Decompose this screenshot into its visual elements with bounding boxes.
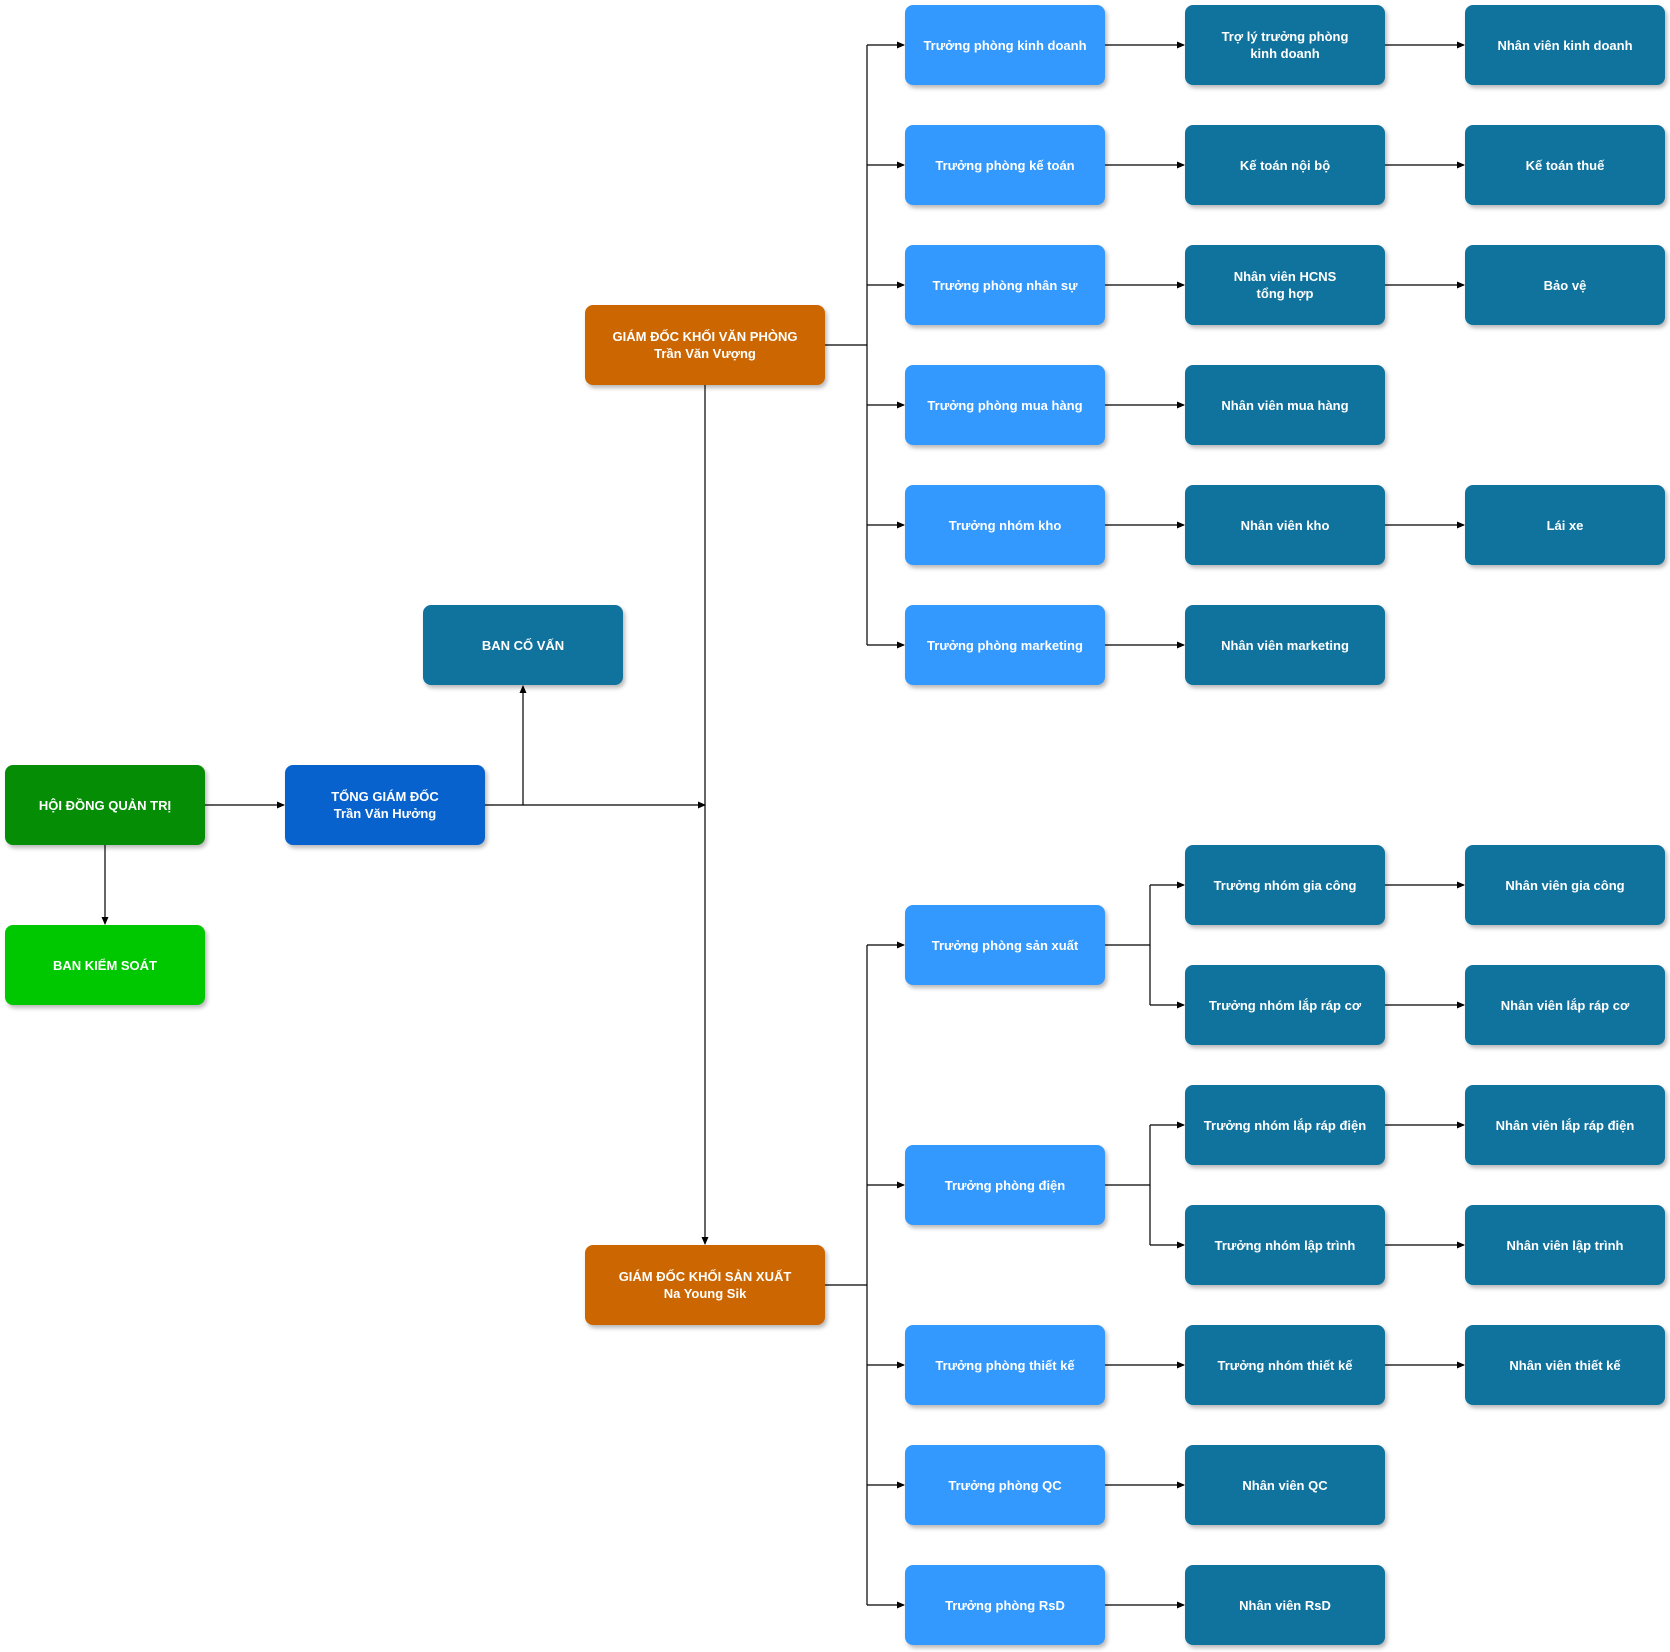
- node-label-line: Trần Văn Hưởng: [333, 806, 437, 821]
- node-p-e5: Nhân viên thiết kế: [1465, 1325, 1665, 1405]
- node-label-line: GIÁM ĐỐC KHỐI VĂN PHÒNG: [612, 329, 798, 344]
- node-o-s3b: Bảo vệ: [1465, 245, 1665, 325]
- node-o-m3: Trưởng phòng nhân sự: [905, 245, 1105, 325]
- node-label-line: Kế toán thuế: [1525, 157, 1605, 173]
- node-o-s5b: Lái xe: [1465, 485, 1665, 565]
- node-label-line: Nhân viên kinh doanh: [1497, 37, 1633, 53]
- node-o-m1: Trưởng phòng kinh doanh: [905, 5, 1105, 85]
- node-label-line: Trưởng nhóm gia công: [1213, 877, 1357, 893]
- node-o-s3a: Nhân viên HCNS tổng hợp: [1185, 245, 1385, 325]
- node-label-line: Trưởng nhóm lập trình: [1214, 1237, 1356, 1253]
- node-label-line: Trưởng phòng kinh doanh: [923, 37, 1087, 53]
- node-label-line: Trưởng nhóm thiết kế: [1217, 1357, 1353, 1373]
- node-label-line: Trưởng nhóm lắp ráp điện: [1203, 1117, 1367, 1133]
- node-p-e3: Nhân viên lắp ráp điện: [1465, 1085, 1665, 1165]
- node-label-line: tổng hợp: [1256, 286, 1314, 301]
- node-ceo: TỔNG GIÁM ĐỐC Trần Văn Hưởng: [285, 765, 485, 845]
- node-label-line: Trưởng phòng marketing: [927, 637, 1083, 653]
- node-o-s6a: Nhân viên marketing: [1185, 605, 1385, 685]
- node-label-line: BAN CỐ VẤN: [481, 637, 565, 653]
- node-p-m5: Trưởng phòng RsD: [905, 1565, 1105, 1645]
- node-o-m5: Trưởng nhóm kho: [905, 485, 1105, 565]
- node-o-s1b: Nhân viên kinh doanh: [1465, 5, 1665, 85]
- node-label-line: Nhân viên kho: [1240, 517, 1330, 533]
- node-o-s5a: Nhân viên kho: [1185, 485, 1385, 565]
- node-label-line: Nhân viên thiết kế: [1509, 1357, 1621, 1373]
- node-p-e1: Nhân viên gia công: [1465, 845, 1665, 925]
- node-label-line: Lái xe: [1546, 517, 1584, 533]
- node-p-t4: Trưởng nhóm lập trình: [1185, 1205, 1385, 1285]
- node-label-line: Trưởng phòng kế toán: [935, 157, 1075, 173]
- node-label-line: GIÁM ĐỐC KHỐI SẢN XUẤT: [618, 1269, 792, 1284]
- node-label-line: Trưởng phòng RsD: [945, 1597, 1065, 1613]
- node-label-line: Nhân viên HCNS: [1233, 269, 1337, 284]
- node-o-s1a: Trợ lý trưởng phòng kinh doanh: [1185, 5, 1385, 85]
- node-p-m2: Trưởng phòng điện: [905, 1145, 1105, 1225]
- node-label-line: Trưởng phòng thiết kế: [935, 1357, 1075, 1373]
- node-label-line: Trưởng phòng điện: [944, 1177, 1066, 1193]
- node-p-m4: Trưởng phòng QC: [905, 1445, 1105, 1525]
- node-label-line: Trưởng phòng mua hàng: [927, 397, 1083, 413]
- node-p-s4: Nhân viên QC: [1185, 1445, 1385, 1525]
- node-label-line: kinh doanh: [1250, 46, 1320, 61]
- node-label-line: Nhân viên lập trình: [1506, 1237, 1624, 1253]
- node-p-t1: Trưởng nhóm gia công: [1185, 845, 1385, 925]
- node-label-line: TỔNG GIÁM ĐỐC: [331, 789, 439, 804]
- node-p-e4: Nhân viên lập trình: [1465, 1205, 1665, 1285]
- node-label-line: Trưởng phòng sản xuất: [931, 937, 1079, 953]
- node-label-line: Trưởng nhóm lắp ráp cơ: [1208, 997, 1362, 1013]
- node-label-line: Trợ lý trưởng phòng: [1221, 29, 1349, 44]
- node-dir-office: GIÁM ĐỐC KHỐI VĂN PHÒNG Trần Văn Vượng: [585, 305, 825, 385]
- node-p-s5: Nhân viên RsD: [1185, 1565, 1385, 1645]
- node-label-line: Trưởng phòng QC: [948, 1477, 1062, 1493]
- node-label-line: Nhân viên RsD: [1239, 1597, 1331, 1613]
- node-o-s4a: Nhân viên mua hàng: [1185, 365, 1385, 445]
- node-control: BAN KIỂM SOÁT: [5, 925, 205, 1005]
- node-label-line: Nhân viên marketing: [1221, 637, 1349, 653]
- node-label-line: Na Young Sik: [663, 1286, 747, 1301]
- node-board: HỘI ĐỒNG QUẢN TRỊ: [5, 765, 205, 845]
- node-p-e2: Nhân viên lắp ráp cơ: [1465, 965, 1665, 1045]
- node-label-line: Trưởng nhóm kho: [948, 517, 1062, 533]
- node-label-line: HỘI ĐỒNG QUẢN TRỊ: [38, 797, 172, 813]
- node-p-m1: Trưởng phòng sản xuất: [905, 905, 1105, 985]
- node-o-s2a: Kế toán nội bộ: [1185, 125, 1385, 205]
- node-o-m4: Trưởng phòng mua hàng: [905, 365, 1105, 445]
- node-label-line: Nhân viên lắp ráp điện: [1495, 1117, 1635, 1133]
- node-o-s2b: Kế toán thuế: [1465, 125, 1665, 205]
- node-label-line: Nhân viên mua hàng: [1221, 397, 1349, 413]
- node-label-line: Bảo vệ: [1543, 277, 1587, 293]
- node-label-line: BAN KIỂM SOÁT: [53, 957, 157, 973]
- node-p-t2: Trưởng nhóm lắp ráp cơ: [1185, 965, 1385, 1045]
- node-label-line: Kế toán nội bộ: [1239, 157, 1331, 173]
- node-p-t3: Trưởng nhóm lắp ráp điện: [1185, 1085, 1385, 1165]
- node-p-m3: Trưởng phòng thiết kế: [905, 1325, 1105, 1405]
- node-advisory: BAN CỐ VẤN: [423, 605, 623, 685]
- node-p-t5: Trưởng nhóm thiết kế: [1185, 1325, 1385, 1405]
- node-label-line: Nhân viên gia công: [1505, 877, 1625, 893]
- node-o-m6: Trưởng phòng marketing: [905, 605, 1105, 685]
- node-label-line: Nhân viên lắp ráp cơ: [1500, 997, 1630, 1013]
- node-o-m2: Trưởng phòng kế toán: [905, 125, 1105, 205]
- node-dir-prod: GIÁM ĐỐC KHỐI SẢN XUẤT Na Young Sik: [585, 1245, 825, 1325]
- node-label-line: Trưởng phòng nhân sự: [932, 277, 1078, 293]
- node-label-line: Trần Văn Vượng: [654, 346, 756, 361]
- node-label-line: Nhân viên QC: [1242, 1477, 1328, 1493]
